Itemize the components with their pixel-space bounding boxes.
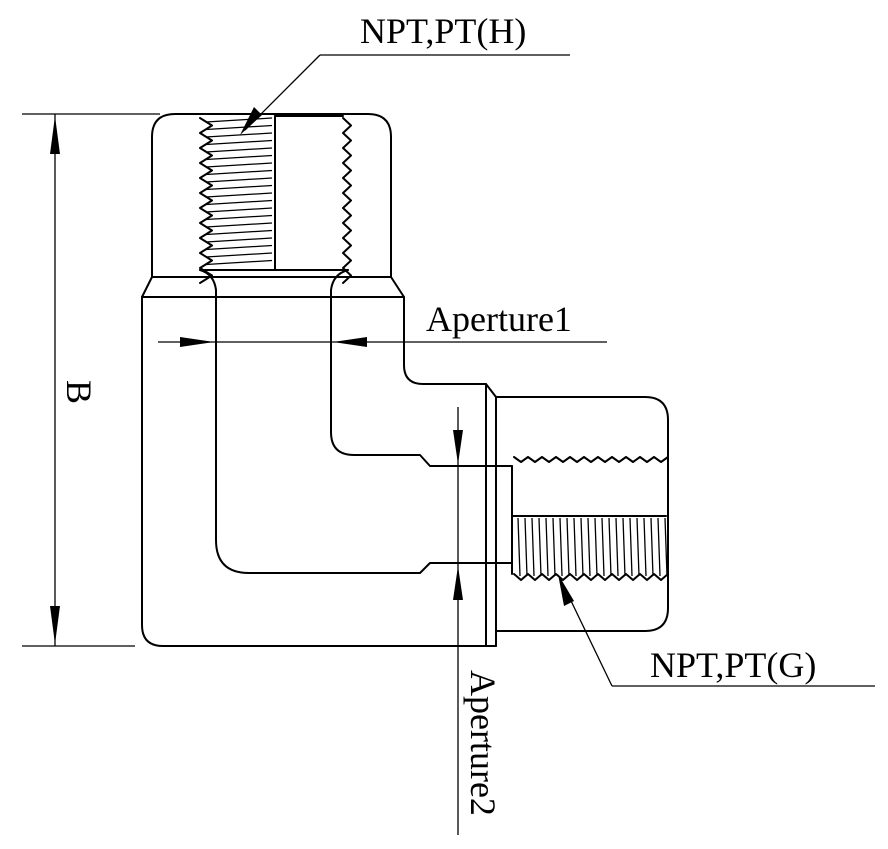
aperture1-arrow-left (180, 337, 214, 347)
aperture1-label: Aperture1 (426, 299, 572, 339)
leader-thread-side: NPT,PT(G) (558, 574, 875, 687)
dimension-b: B (22, 113, 160, 647)
b-arrow-bottom (50, 606, 60, 644)
top-thread-flank (199, 117, 352, 284)
top-port (151, 113, 392, 284)
b-arrow-top (50, 116, 60, 154)
thread-side-label: NPT,PT(G) (650, 645, 816, 685)
dimension-aperture2: Aperture2 (453, 407, 503, 835)
leader-thread-top: NPT,PT(H) (240, 11, 570, 135)
aperture2-label: Aperture2 (463, 670, 503, 816)
thread-top-label: NPT,PT(H) (360, 11, 526, 51)
aperture2-arrow-top (453, 430, 463, 464)
leader-top-arrow (240, 107, 262, 135)
dimension-aperture1: Aperture1 (158, 299, 607, 347)
dimension-b-label: B (59, 380, 99, 404)
leader-side-arrow (558, 574, 574, 606)
elbow-body (141, 269, 513, 647)
aperture1-arrow-right (333, 337, 367, 347)
side-port (495, 396, 669, 632)
side-thread-flank (513, 456, 669, 581)
aperture2-arrow-bottom (453, 566, 463, 600)
